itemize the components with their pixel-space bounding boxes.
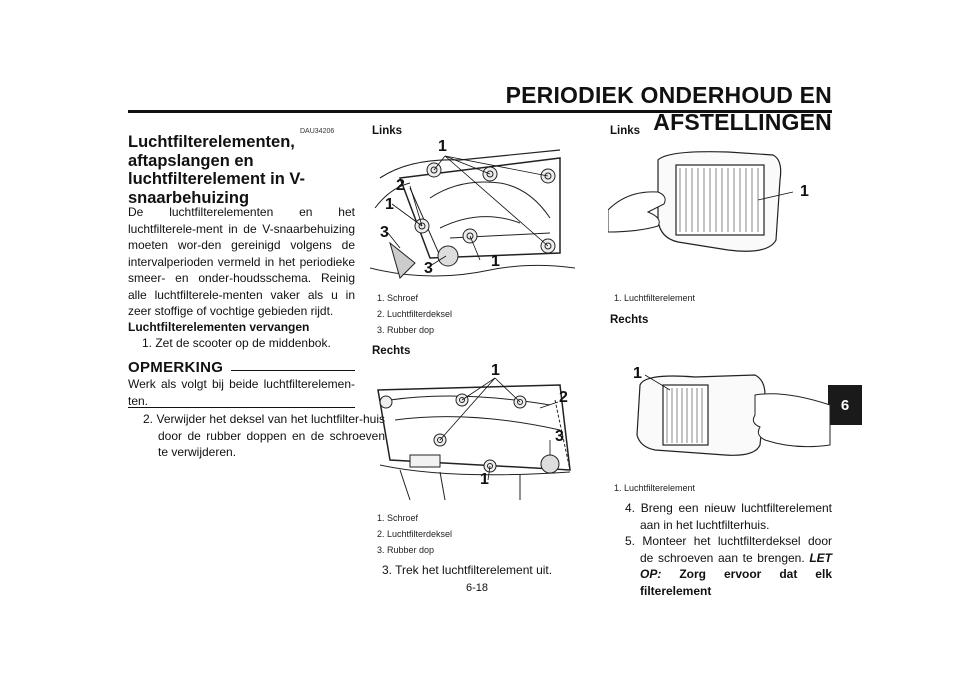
steps-4-5: 4. Breng een nieuw luchtfilterelement aa…	[610, 500, 832, 599]
fig2-caption-1: 1. Schroef	[377, 513, 419, 523]
fig1-callout-3b: 3	[424, 260, 433, 277]
figure-1-left-cover-illustration	[370, 149, 575, 279]
fig2-callout-1b: 1	[480, 471, 489, 488]
step-4: 4. Breng een nieuw luchtfilterelement aa…	[625, 501, 832, 532]
fig3-callout-1: 1	[800, 183, 809, 200]
fig2-caption-3: 3. Rubber dop	[377, 545, 435, 555]
figure-1-captions: 1. Schroef 2. Luchtfilterdeksel 3. Rubbe…	[377, 290, 452, 338]
header-rule	[128, 110, 832, 113]
fig4-callout-1: 1	[633, 365, 642, 382]
page-header-title: PERIODIEK ONDERHOUD EN AFSTELLINGEN	[505, 82, 832, 135]
note-header-line	[231, 369, 355, 371]
fig4-caption: 1. Luchtfilterelement	[614, 483, 696, 493]
step-5: 5. Monteer het luchtfilterdeksel door de…	[610, 533, 832, 599]
step-1: 1. Zet de scooter op de middenbok.	[142, 336, 331, 350]
step-2: 2. Verwijder het deksel van het luchtfil…	[143, 412, 385, 459]
figure-3-label: Links	[610, 125, 641, 137]
figure-3-left-filter-illustration	[608, 151, 794, 252]
note-text: Werk als volgt bij beide luchtfilterelem…	[128, 377, 355, 408]
caution-label: LET OP:	[640, 550, 832, 582]
fig1-callout-1b: 1	[385, 196, 394, 213]
fig3-caption: 1. Luchtfilterelement	[614, 293, 696, 303]
figure-4-label: Rechts	[610, 314, 649, 326]
fig1-callout-3a: 3	[380, 224, 389, 241]
caution-text: Zorg ervoor dat elk filterelement	[640, 567, 832, 598]
page-number: 6-18	[466, 582, 489, 594]
fig1-callout-1a: 1	[438, 138, 447, 155]
note-label: OPMERKING	[128, 358, 224, 376]
step-3: 3. Trek het luchtfilterelement uit.	[382, 563, 553, 577]
fig2-caption-2: 2. Luchtfilterdeksel	[377, 529, 453, 539]
subsection-title: Luchtfilterelementen vervangen	[128, 320, 310, 334]
fig2-callout-2: 2	[559, 389, 568, 406]
figure-2-label: Rechts	[372, 345, 411, 357]
reference-code: DAU34206	[300, 128, 335, 135]
figure-1-label: Links	[372, 125, 403, 137]
intro-paragraph: De luchtfilterelementen en het luchtfilt…	[128, 205, 355, 318]
fig1-caption-2: 2. Luchtfilterdeksel	[377, 309, 453, 319]
fig1-callout-1c: 1	[491, 253, 500, 270]
figure-2-captions: 1. Schroef 2. Luchtfilterdeksel 3. Rubbe…	[377, 510, 452, 558]
note-header: OPMERKING	[128, 358, 355, 376]
fig2-callout-3: 3	[555, 428, 564, 445]
fig1-caption-1: 1. Schroef	[377, 293, 419, 303]
note-end-rule	[128, 407, 355, 408]
chapter-tab: 6	[828, 385, 862, 425]
fig1-caption-3: 3. Rubber dop	[377, 325, 435, 335]
fig1-callout-2: 2	[396, 177, 405, 194]
section-title: Luchtfilterelementen, aftapslangen en lu…	[128, 133, 305, 207]
step-5-text: 5. Monteer het luchtfilterdeksel door de…	[625, 534, 832, 565]
figure-2-right-cover-illustration	[377, 377, 571, 501]
fig2-callout-1a: 1	[491, 362, 500, 379]
figure-4-right-filter-illustration	[636, 374, 831, 456]
